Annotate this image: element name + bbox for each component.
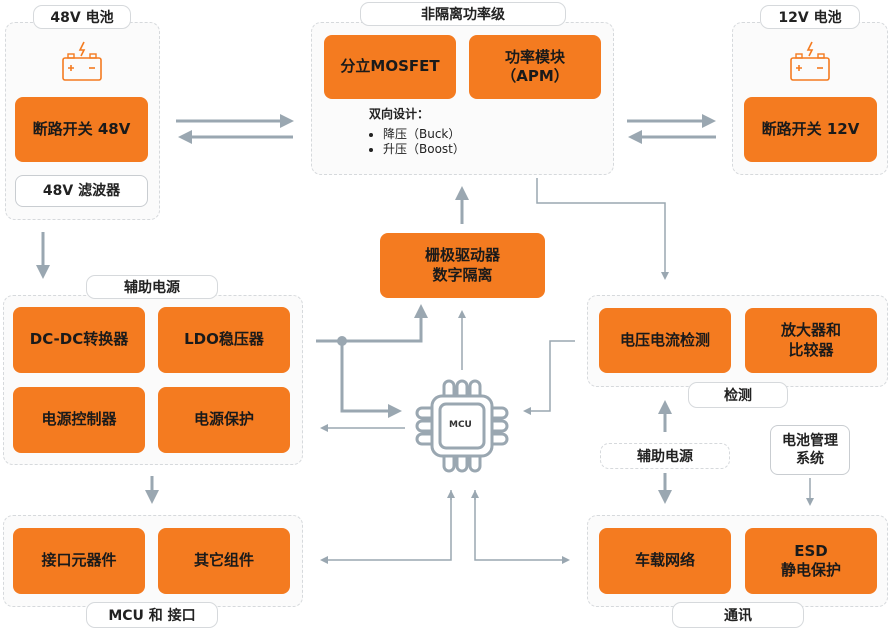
vehicle-network[interactable]: 车载网络 bbox=[599, 528, 731, 594]
esd-protection[interactable]: ESD 静电保护 bbox=[745, 528, 877, 594]
mcu-interface-label: MCU 和 接口 bbox=[86, 602, 218, 628]
battery-12v-label: 12V 电池 bbox=[760, 5, 860, 29]
power-module-apm[interactable]: 功率模块 （APM） bbox=[469, 35, 601, 99]
power-controller[interactable]: 电源控制器 bbox=[13, 387, 145, 453]
aux-power-small-label: 辅助电源 bbox=[600, 443, 730, 469]
breaker-48v[interactable]: 断路开关 48V bbox=[15, 97, 148, 162]
arrow-sensing-to-mcu bbox=[523, 340, 575, 415]
bms-line1: 电池管理 bbox=[782, 432, 838, 449]
apm-line2: （APM） bbox=[501, 67, 569, 85]
esd-line2: 静电保护 bbox=[780, 561, 841, 579]
esd-line1: ESD bbox=[794, 541, 828, 560]
arrow-stage-to-sensing bbox=[536, 178, 669, 280]
design-title: 双向设计： bbox=[369, 107, 430, 121]
arrow-mcu-to-comms bbox=[474, 490, 570, 564]
gate-driver-line2: 数字隔离 bbox=[432, 265, 493, 284]
discrete-mosfet[interactable]: 分立MOSFET bbox=[324, 35, 456, 99]
comms-label: 通讯 bbox=[672, 602, 804, 628]
chip-icon bbox=[415, 379, 509, 473]
gate-driver-isolation[interactable]: 栅极驱动器 数字隔离 bbox=[380, 233, 545, 298]
design-item-boost: 升压（Boost） bbox=[383, 142, 465, 158]
apm-line1: 功率模块 bbox=[504, 47, 565, 66]
mcu-label: MCU bbox=[449, 420, 472, 430]
amplifier-line2: 比较器 bbox=[788, 340, 834, 359]
design-item-buck: 降压（Buck） bbox=[383, 127, 465, 143]
arrow-aux-to-mcu bbox=[340, 341, 402, 418]
arrow-mcu-to-interface bbox=[320, 490, 452, 564]
filter-48v[interactable]: 48V 滤波器 bbox=[15, 175, 148, 207]
battery-management-system[interactable]: 电池管理 系统 bbox=[770, 425, 850, 475]
power-stage-label: 非隔离功率级 bbox=[360, 2, 566, 26]
arrow-aux-to-gate bbox=[316, 304, 428, 343]
amplifier-line1: 放大器和 bbox=[780, 321, 841, 339]
battery-icon bbox=[790, 41, 830, 81]
power-protection[interactable]: 电源保护 bbox=[158, 387, 290, 453]
other-components[interactable]: 其它组件 bbox=[158, 528, 290, 594]
amplifier-comparator[interactable]: 放大器和 比较器 bbox=[745, 308, 877, 373]
voltage-current-sensing[interactable]: 电压电流检测 bbox=[599, 308, 731, 373]
battery-48v-label: 48V 电池 bbox=[33, 5, 131, 29]
ldo-regulator[interactable]: LDO稳压器 bbox=[158, 307, 290, 373]
dcdc-converter[interactable]: DC-DC转换器 bbox=[13, 307, 145, 373]
aux-power-label: 辅助电源 bbox=[86, 275, 218, 299]
bms-line2: 系统 bbox=[796, 451, 824, 467]
sensing-label: 检测 bbox=[688, 382, 788, 408]
breaker-12v[interactable]: 断路开关 12V bbox=[744, 97, 877, 162]
battery-icon bbox=[62, 41, 102, 81]
bidirectional-design-note: 双向设计： 降压（Buck） 升压（Boost） bbox=[369, 107, 465, 158]
gate-driver-line1: 栅极驱动器 bbox=[424, 246, 500, 264]
interface-components[interactable]: 接口元器件 bbox=[13, 528, 145, 594]
